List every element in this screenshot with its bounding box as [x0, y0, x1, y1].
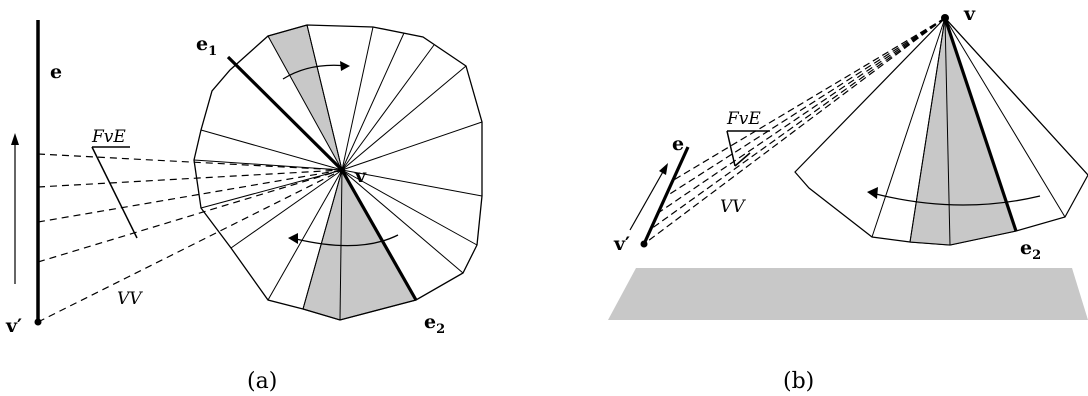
caption-b: (b) [783, 369, 814, 394]
label-vv-b: VV [720, 197, 746, 217]
fve-leader-diagonal-b [726, 130, 736, 167]
up-arrowhead-b [659, 163, 668, 175]
panel-b: e v′ FvE VV v e2 (b) [608, 3, 1088, 394]
label-e1-sub: 1 [208, 44, 217, 59]
fve-leader-return-b [734, 152, 751, 167]
label-e2: e2 [424, 311, 445, 337]
label-e: e [50, 61, 62, 83]
up-arrow-b [629, 169, 665, 231]
arrowhead-top [340, 61, 350, 71]
label-v-b: v [963, 3, 976, 25]
dashed-sightlines [37, 153, 343, 323]
label-e2-b-sub: 2 [1032, 248, 1041, 263]
label-vv: VV [117, 289, 143, 309]
label-fve-b: FvE [726, 109, 761, 129]
label-e-b: e [672, 133, 684, 155]
rotation-arrow-bottom [295, 234, 399, 247]
label-fve: FvE [91, 127, 126, 147]
edge-e2-b [943, 17, 1018, 232]
label-v-prime-b: v′ [613, 233, 630, 255]
edge-e2 [340, 169, 418, 301]
label-e2-sub: 2 [436, 322, 445, 337]
label-v-prime: v′ [5, 315, 22, 337]
edge-e1 [226, 55, 344, 172]
label-e1: e1 [196, 33, 217, 59]
label-e2-b: e2 [1020, 237, 1041, 263]
arrowhead-bottom [288, 233, 298, 244]
caption-a: (a) [247, 369, 277, 394]
arrowhead-b [867, 187, 878, 199]
ground-plane [608, 268, 1088, 320]
fve-leader-diagonal [91, 146, 138, 239]
polygon-outline [193, 24, 483, 321]
panel-a: e v′ FvE VV v e1 e2 (a) [5, 20, 483, 394]
vertex-v [339, 167, 345, 173]
label-v: v [354, 165, 367, 187]
up-arrowhead [11, 133, 19, 145]
rotation-arrow-b [875, 193, 1041, 206]
vertex-v-b [941, 14, 949, 22]
fan-b-spokes [871, 17, 1088, 246]
dashed-sightlines-b [643, 17, 946, 245]
vertex-v-prime-b [640, 240, 648, 248]
edge-e-slanted [642, 146, 690, 245]
shaded-wedge-e1 [267, 24, 343, 171]
